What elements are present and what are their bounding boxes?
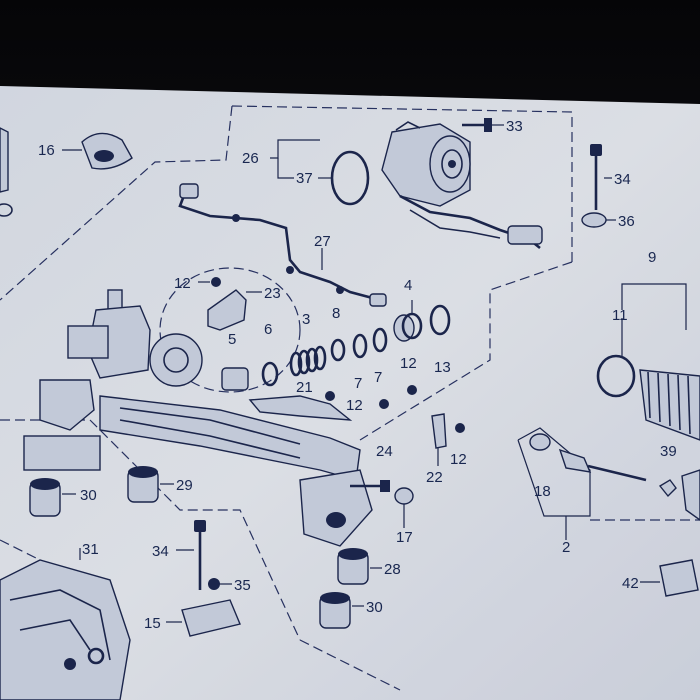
label-3: 3 xyxy=(302,311,310,328)
part-23-bracket xyxy=(198,277,262,331)
label-13: 13 xyxy=(434,359,451,376)
part-12-bolt-b xyxy=(325,391,389,409)
label-8: 8 xyxy=(332,305,340,322)
label-12-top: 12 xyxy=(174,275,191,292)
label-28: 28 xyxy=(384,561,401,578)
part-7-seal-b xyxy=(372,327,388,353)
part-31-subframe xyxy=(0,548,131,700)
part-11-band xyxy=(596,354,636,398)
label-36: 36 xyxy=(618,213,635,230)
label-12-low: 12 xyxy=(346,397,363,414)
part-9-boot xyxy=(596,283,700,521)
label-16: 16 xyxy=(38,142,55,159)
part-7-seal-a xyxy=(352,333,368,359)
label-11: 11 xyxy=(612,307,628,324)
mount-bushings xyxy=(29,466,382,629)
part-12-bolt-a xyxy=(407,385,417,395)
part-22-clamp xyxy=(431,413,465,466)
label-27: 27 xyxy=(314,233,331,250)
label-34-bottom: 34 xyxy=(152,543,169,560)
label-30-left: 30 xyxy=(80,487,97,504)
label-9: 9 xyxy=(648,249,656,266)
label-30-right: 30 xyxy=(366,599,383,616)
part-30-bushing-a xyxy=(29,478,76,517)
eps-motor-assembly xyxy=(381,118,543,250)
label-2: 2 xyxy=(562,539,570,556)
label-21: 21 xyxy=(296,379,313,396)
label-42: 42 xyxy=(622,575,639,592)
label-26: 26 xyxy=(242,150,259,167)
part-39-nut xyxy=(658,479,677,498)
part-number-labels: 16 26 37 33 34 36 27 12 23 5 6 3 8 4 9 1… xyxy=(38,118,677,632)
label-12-right: 12 xyxy=(450,451,467,468)
edge-part xyxy=(0,127,13,217)
label-33: 33 xyxy=(506,118,523,135)
part-34-bolt xyxy=(581,144,616,228)
part-8-seal xyxy=(330,338,346,362)
label-7-a: 7 xyxy=(354,375,362,392)
part-27-wire-harness xyxy=(178,183,387,307)
label-22: 22 xyxy=(426,469,443,486)
part-28-bushing xyxy=(337,548,382,585)
part-6-o-ring xyxy=(261,361,279,387)
label-15: 15 xyxy=(144,615,161,632)
label-29: 29 xyxy=(176,477,193,494)
label-18: 18 xyxy=(534,483,551,500)
part-29-bushing xyxy=(127,466,174,503)
screen-vignette xyxy=(0,86,700,700)
part-42-label xyxy=(640,559,699,597)
part-17-washer xyxy=(394,487,414,528)
part-15-bracket xyxy=(166,520,241,637)
part-2-tie-rod xyxy=(517,427,647,540)
boot-bellows xyxy=(639,369,700,441)
label-34-top: 34 xyxy=(614,171,631,188)
label-5: 5 xyxy=(228,331,236,348)
label-7-b: 7 xyxy=(374,369,382,386)
label-12-mid: 12 xyxy=(400,355,417,372)
part-5-bushing xyxy=(221,367,249,391)
label-23: 23 xyxy=(264,285,281,302)
label-24: 24 xyxy=(376,443,393,460)
guide-circle xyxy=(159,267,301,393)
label-39: 39 xyxy=(660,443,677,460)
part-21-spring xyxy=(289,345,327,377)
label-37: 37 xyxy=(296,170,313,187)
part-30-bushing-b xyxy=(319,592,364,629)
label-4: 4 xyxy=(404,277,412,294)
label-35: 35 xyxy=(234,577,251,594)
label-6: 6 xyxy=(264,321,272,338)
label-31: 31 xyxy=(82,541,99,558)
label-17: 17 xyxy=(396,529,413,546)
steering-gearbox xyxy=(23,289,390,547)
part-26-bracket xyxy=(270,139,370,206)
seal-kit-row xyxy=(221,300,451,395)
part-16-cover xyxy=(62,132,133,170)
part-13-ring xyxy=(429,304,451,336)
